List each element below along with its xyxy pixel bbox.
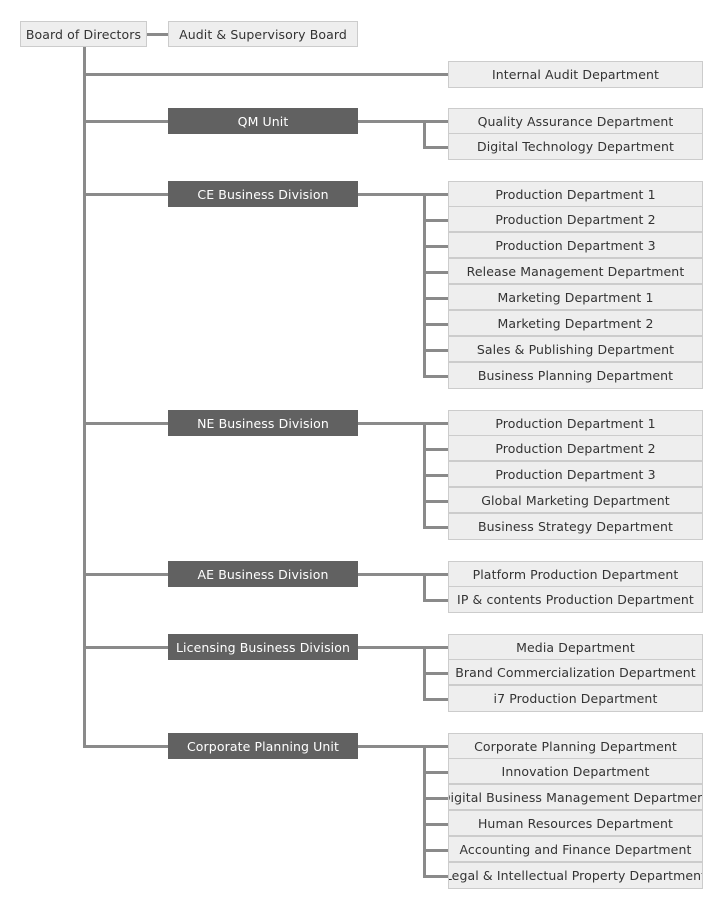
board-of-directors-box: Board of Directors [20,21,147,47]
department-box: Media Department [448,634,703,660]
branch-line-ae-business-division [423,573,426,602]
connector-board-to-audit [147,33,168,36]
department-box: Production Department 1 [448,181,703,207]
department-box: Business Planning Department [448,362,703,389]
branch-tick [423,448,448,451]
connector-unit-to-departments-corporate-planning-unit [358,745,448,748]
department-box: Digital Business Management Department [448,784,703,810]
branch-tick [423,349,448,352]
department-box: Production Department 2 [448,435,703,461]
department-box: Quality Assurance Department [448,108,703,134]
department-box: Digital Technology Department [448,133,703,160]
branch-tick [423,323,448,326]
branch-tick [423,672,448,675]
branch-tick [423,875,448,878]
unit-box-qm-unit: QM Unit [168,108,358,134]
branch-tick [423,849,448,852]
branch-tick [423,500,448,503]
branch-line-ce-business-division [423,193,426,378]
unit-box-ae-business-division: AE Business Division [168,561,358,587]
connector-trunk-to-ce-business-division [83,193,168,196]
branch-tick [423,698,448,701]
main-trunk-line [83,47,86,748]
department-box: Human Resources Department [448,810,703,836]
department-box: Legal & Intellectual Property Department [448,862,703,889]
department-box: Accounting and Finance Department [448,836,703,862]
branch-tick [423,297,448,300]
department-box: Global Marketing Department [448,487,703,513]
connector-trunk-to-licensing-business-division [83,646,168,649]
branch-tick [423,375,448,378]
department-box: i7 Production Department [448,685,703,712]
connector-trunk-to-qm-unit [83,120,168,123]
department-box: Business Strategy Department [448,513,703,540]
connector-unit-to-departments-qm-unit [358,120,448,123]
department-box: Production Department 1 [448,410,703,436]
connector-unit-to-departments-ne-business-division [358,422,448,425]
branch-tick [423,599,448,602]
internal-audit-department-box: Internal Audit Department [448,61,703,88]
branch-line-corporate-planning-unit [423,745,426,878]
department-box: Production Department 2 [448,206,703,232]
connector-unit-to-departments-licensing-business-division [358,646,448,649]
unit-box-corporate-planning-unit: Corporate Planning Unit [168,733,358,759]
department-box: Sales & Publishing Department [448,336,703,362]
branch-line-qm-unit [423,120,426,149]
branch-tick [423,474,448,477]
branch-tick [423,245,448,248]
connector-trunk-to-ne-business-division [83,422,168,425]
connector-trunk-to-corporate-planning-unit [83,745,168,748]
connector-trunk-to-ae-business-division [83,573,168,576]
department-box: Marketing Department 2 [448,310,703,336]
branch-tick [423,797,448,800]
department-box: Platform Production Department [448,561,703,587]
department-box: Corporate Planning Department [448,733,703,759]
branch-tick [423,526,448,529]
unit-box-ce-business-division: CE Business Division [168,181,358,207]
audit-supervisory-board-box: Audit & Supervisory Board [168,21,358,47]
department-box: Innovation Department [448,758,703,784]
connector-unit-to-departments-ae-business-division [358,573,448,576]
unit-box-ne-business-division: NE Business Division [168,410,358,436]
unit-box-licensing-business-division: Licensing Business Division [168,634,358,660]
department-box: Release Management Department [448,258,703,284]
branch-tick [423,271,448,274]
department-box: Marketing Department 1 [448,284,703,310]
branch-tick [423,823,448,826]
department-box: Production Department 3 [448,461,703,487]
connector-unit-to-departments-ce-business-division [358,193,448,196]
connector-to-internal-audit [83,73,448,76]
branch-tick [423,219,448,222]
department-box: Production Department 3 [448,232,703,258]
branch-tick [423,146,448,149]
department-box: IP & contents Production Department [448,586,703,613]
branch-tick [423,771,448,774]
department-box: Brand Commercialization Department [448,659,703,685]
